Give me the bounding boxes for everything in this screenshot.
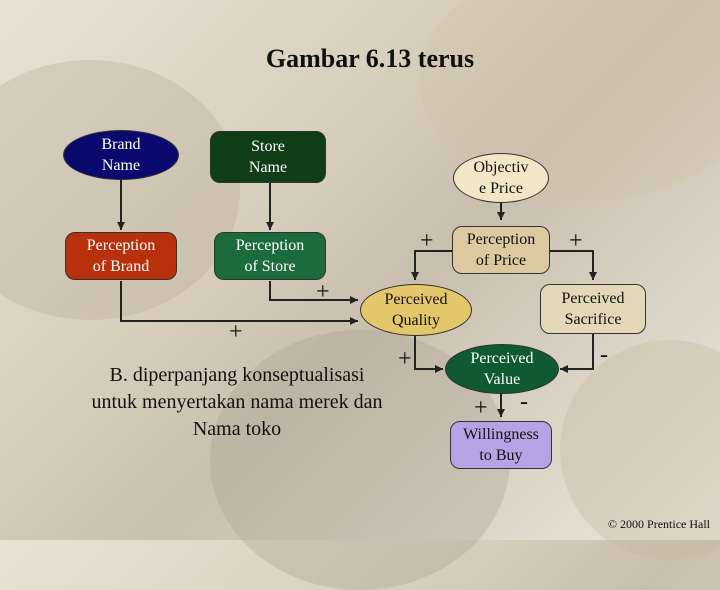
edge-sacrifice-to-value — [560, 334, 594, 373]
node-perception-of-brand: Perception of Brand — [65, 232, 177, 280]
node-willingness-to-buy: Willingness to Buy — [450, 421, 552, 469]
sign-store-to-quality: + — [316, 279, 330, 305]
node-objective-price: Objectiv e Price — [453, 153, 549, 203]
node-perceived-quality: Perceived Quality — [360, 284, 472, 336]
edge-perception-brand-to-quality — [120, 281, 358, 325]
slide-note: B. diperpanjang konseptualisasi untuk me… — [91, 364, 383, 440]
node-perception-of-store: Perception of Store — [214, 232, 326, 280]
sign-sacrifice-to-value: - — [600, 342, 608, 368]
node-perception-of-price: Perception of Price — [452, 226, 550, 274]
node-perceived-value: Perceived Value — [445, 344, 559, 394]
sign-brand-to-quality: + — [229, 319, 243, 345]
edge-perception-price-to-quality — [411, 250, 452, 280]
sign-perception-price-to-sacrifice: + — [569, 228, 583, 254]
sign-quality-to-value: + — [398, 346, 412, 372]
copyright-text: © 2000 Prentice Hall — [607, 517, 710, 531]
edge-quality-to-value — [414, 334, 443, 373]
connector-lines — [117, 178, 597, 417]
node-perceived-sacrifice: Perceived Sacrifice — [540, 284, 646, 334]
node-brand-name: Brand Name — [63, 130, 179, 180]
sign-value-to-willingness-minus: - — [520, 389, 528, 415]
sign-price-to-perception: + — [420, 228, 434, 254]
slide-title: Gambar 6.13 terus — [265, 44, 475, 73]
edge-perception-store-to-quality — [269, 281, 358, 304]
sign-value-to-willingness-plus: + — [474, 395, 488, 421]
edge-perception-price-to-sacrifice — [550, 250, 597, 280]
node-store-name: Store Name — [210, 131, 326, 183]
